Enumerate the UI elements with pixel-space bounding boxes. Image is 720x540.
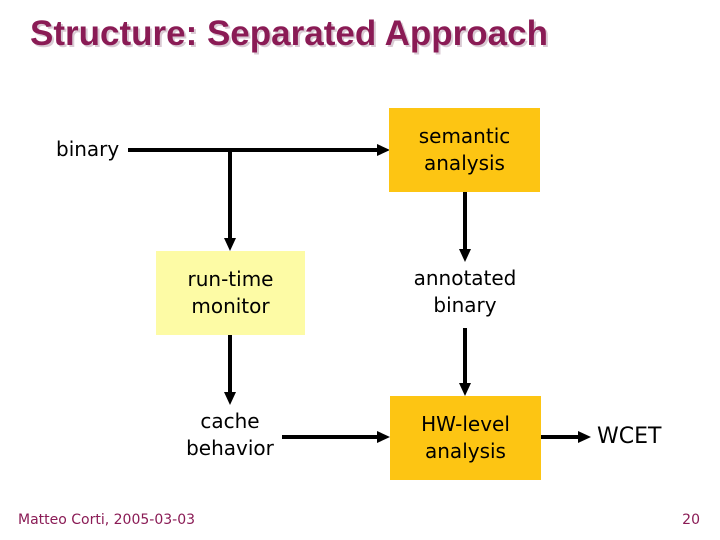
node-semantic-analysis-label-line2: analysis xyxy=(424,151,505,175)
node-binary: binary xyxy=(56,136,126,163)
edge-annotated-to-hw-arrowhead-icon xyxy=(459,383,471,396)
slide-title: Structure: Separated Approach xyxy=(30,14,548,53)
edge-runtime-to-cache-arrowhead-icon xyxy=(224,392,236,405)
edge-cache-to-hw-arrowhead-icon xyxy=(377,431,390,443)
edge-hw-to-wcet-arrowhead-icon xyxy=(578,431,591,443)
node-hw-level-analysis-label-line1: HW-level xyxy=(421,412,510,436)
node-hw-level-analysis-label-line2: analysis xyxy=(425,439,506,463)
node-annotated-binary-label-line1: annotated xyxy=(413,266,517,290)
footer-author-date: Matteo Corti, 2005-03-03 xyxy=(18,512,196,528)
node-semantic-analysis: semantic analysis xyxy=(389,108,540,192)
node-cache-behavior-label-line2: behavior xyxy=(186,436,274,460)
node-hw-level-analysis: HW-level analysis xyxy=(390,396,541,480)
node-run-time-monitor: run-time monitor xyxy=(156,251,305,335)
node-annotated-binary-label-line2: binary xyxy=(433,293,497,317)
node-binary-label: binary xyxy=(56,137,120,161)
edge-binary-to-runtime-arrowhead-icon xyxy=(224,238,236,251)
node-cache-behavior-label-line1: cache xyxy=(200,409,260,433)
node-run-time-monitor-label-line1: run-time xyxy=(187,267,274,291)
node-semantic-analysis-label-line1: semantic xyxy=(418,124,511,148)
node-cache-behavior: cache behavior xyxy=(155,408,305,462)
node-run-time-monitor-label-line2: monitor xyxy=(191,294,270,318)
node-annotated-binary: annotated binary xyxy=(390,265,540,319)
edge-semantic-to-annotated-arrowhead-icon xyxy=(459,249,471,262)
node-wcet-label: WCET xyxy=(597,424,662,449)
footer-page-number: 20 xyxy=(682,512,700,528)
edge-binary-to-semantic-arrowhead-icon xyxy=(377,144,390,156)
node-wcet: WCET xyxy=(597,423,687,451)
